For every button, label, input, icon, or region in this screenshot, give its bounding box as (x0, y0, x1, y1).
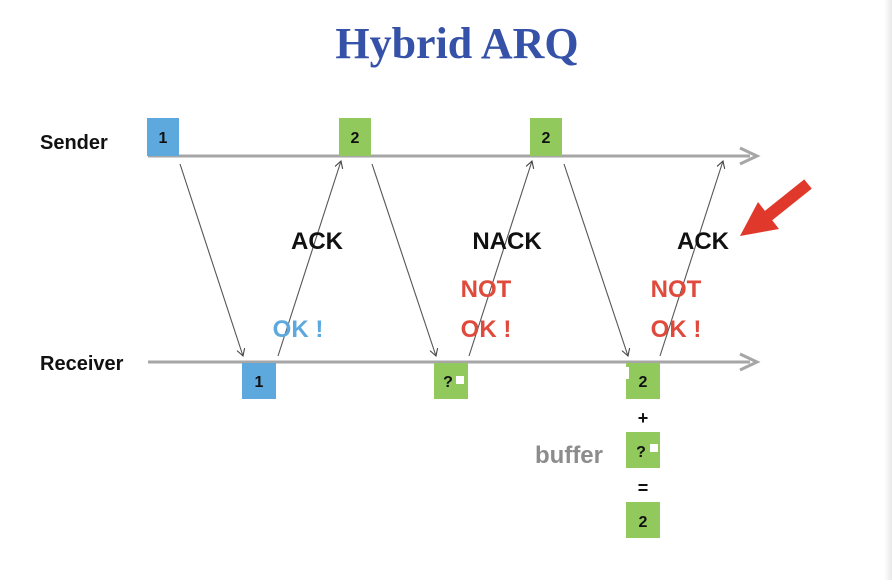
nack-label: NACK (472, 228, 542, 255)
transmission-arrow-1 (179, 163, 246, 358)
svg-text:2: 2 (351, 130, 360, 147)
svg-text:1: 1 (159, 130, 168, 147)
slide-edge-shadow (884, 0, 892, 580)
sender-packet-3: 2 (530, 118, 562, 156)
svg-text:1: 1 (255, 374, 264, 391)
svg-text:2: 2 (639, 374, 648, 391)
sender-packet-1: 1 (147, 118, 179, 156)
page-title: Hybrid ARQ (335, 19, 578, 68)
receiver-timeline (148, 352, 761, 372)
ack-arrow-1 (277, 159, 344, 357)
highlight-arrow-icon (740, 179, 812, 236)
ok-status-label: OK ! (273, 316, 324, 343)
svg-text:?: ? (443, 374, 453, 391)
svg-text:2: 2 (542, 130, 551, 147)
plus-sign: + (638, 408, 649, 428)
sender-label: Sender (40, 132, 108, 154)
buffer-label: buffer (535, 442, 603, 469)
ack-arrow-2 (659, 159, 726, 357)
buffered-packet: ? (626, 432, 660, 468)
not-ok-status-1-line1: NOT (461, 276, 512, 303)
ack-label-2: ACK (677, 228, 730, 255)
svg-text:?: ? (636, 444, 646, 461)
nack-arrow (468, 159, 535, 357)
receiver-packet-3: 2 (624, 363, 660, 399)
svg-text:2: 2 (639, 514, 648, 531)
receiver-label: Receiver (40, 353, 124, 375)
sender-timeline (148, 146, 761, 166)
transmission-arrow-3 (563, 163, 631, 358)
equals-sign: = (638, 478, 649, 498)
transmission-arrow-2 (371, 163, 439, 358)
combined-packet: 2 (626, 502, 660, 538)
not-ok-status-2-line1: NOT (651, 276, 702, 303)
receiver-packet-2-corrupted: ? (434, 363, 468, 399)
sender-packet-2: 2 (339, 118, 371, 156)
not-ok-status-1-line2: OK ! (461, 316, 512, 343)
ack-label-1: ACK (291, 228, 344, 255)
receiver-packet-1: 1 (242, 363, 276, 399)
not-ok-status-2-line2: OK ! (651, 316, 702, 343)
